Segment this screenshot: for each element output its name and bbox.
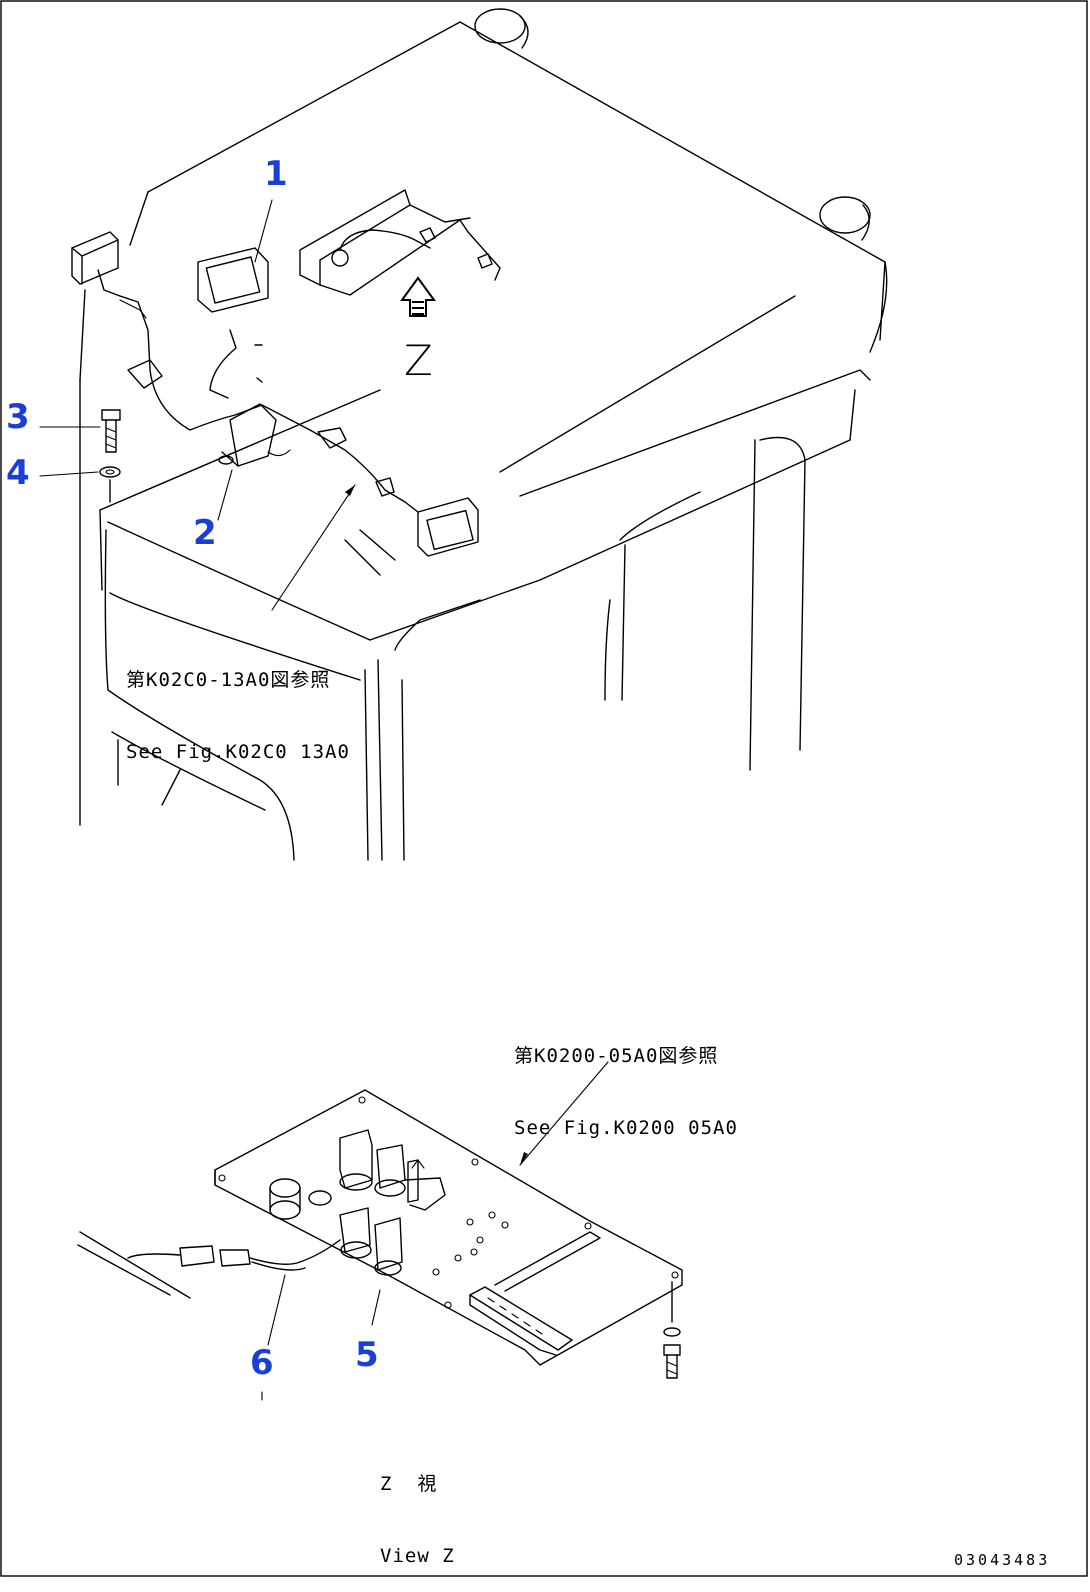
drawing-code: 03043483 (954, 1551, 1051, 1569)
view-z-plate (214, 1089, 683, 1379)
reference-note-upper: 第K02C0-13A0図参照 See Fig.K02C0 13A0 (126, 620, 350, 788)
wire-harness-6 (77, 1231, 341, 1299)
reference-note-lower-en: See Fig.K0200 05A0 (514, 1117, 738, 1139)
work-lamp-1 (197, 247, 269, 399)
leader-lines-upper (39, 199, 356, 611)
callout-5: 5 (355, 1335, 379, 1375)
callout-2: 2 (193, 513, 217, 553)
view-z-caption-jp: Z 視 (380, 1473, 438, 1495)
reference-note-upper-en: See Fig.K02C0 13A0 (126, 741, 350, 763)
callout-6: 6 (250, 1343, 274, 1383)
rear-lamp-left (71, 231, 121, 381)
washer-4 (99, 466, 121, 503)
z-bracket (299, 189, 501, 296)
view-z-arrow (400, 276, 436, 317)
leader-lines-lower (261, 1061, 609, 1401)
work-lamp-front (417, 497, 479, 557)
view-z-caption-en: View Z (380, 1545, 455, 1567)
cab-roof (79, 8, 888, 861)
reference-note-upper-jp: 第K02C0-13A0図参照 (126, 669, 331, 691)
callout-1: 1 (264, 154, 288, 194)
bolt-3 (101, 409, 121, 453)
callout-4: 4 (6, 453, 30, 493)
callout-3: 3 (6, 397, 30, 437)
reference-note-lower-jp: 第K0200-05A0図参照 (514, 1045, 719, 1067)
wire-harness-upper (119, 295, 419, 513)
view-z-caption: Z 視 View Z (380, 1424, 455, 1592)
view-z-marker: Z (404, 336, 433, 385)
reference-note-lower: 第K0200-05A0図参照 See Fig.K0200 05A0 (514, 996, 738, 1164)
